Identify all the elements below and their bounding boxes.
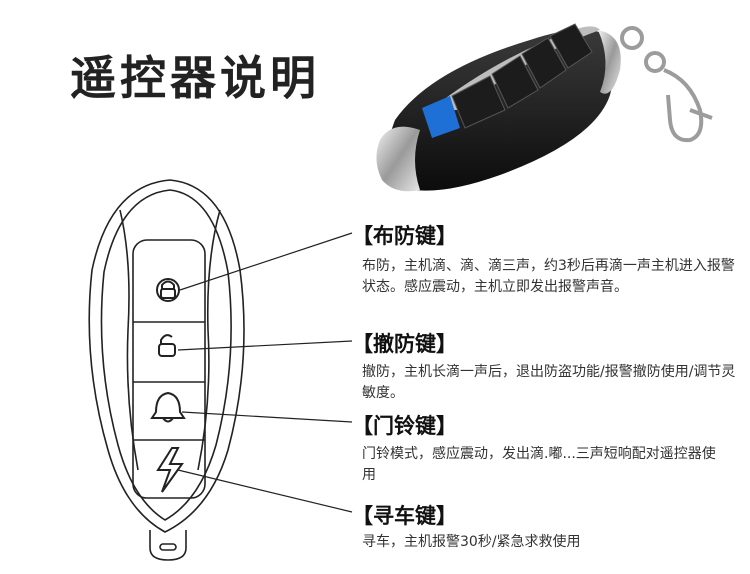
unlock-icon xyxy=(158,334,176,357)
lock-icon xyxy=(156,278,180,302)
heading-arm: 【布防键】 xyxy=(352,224,457,248)
heading-disarm: 【撤防键】 xyxy=(352,332,457,356)
page-title: 遥控器说明 xyxy=(70,51,320,105)
heading-find-car: 【寻车键】 xyxy=(352,504,457,528)
desc-arm: 布防，主机滴、滴、滴三声，约3秒后再滴一声主机进入报警状态。感应震动，主机立即发… xyxy=(362,258,735,295)
desc-find-car: 寻车，主机报警30秒/紧急求救使用 xyxy=(362,534,581,550)
lightning-icon xyxy=(156,447,184,493)
heading-doorbell: 【门铃键】 xyxy=(352,414,457,438)
keyring-icon xyxy=(620,26,713,143)
desc-doorbell: 门铃模式，感应震动，发出滴.嘟...三声短响配对遥控器使用 xyxy=(362,446,716,483)
bell-icon xyxy=(150,391,186,423)
desc-disarm: 撤防，主机长滴一声后，退出防盗功能/报警撤防使用/调节灵敏度。 xyxy=(362,364,736,401)
